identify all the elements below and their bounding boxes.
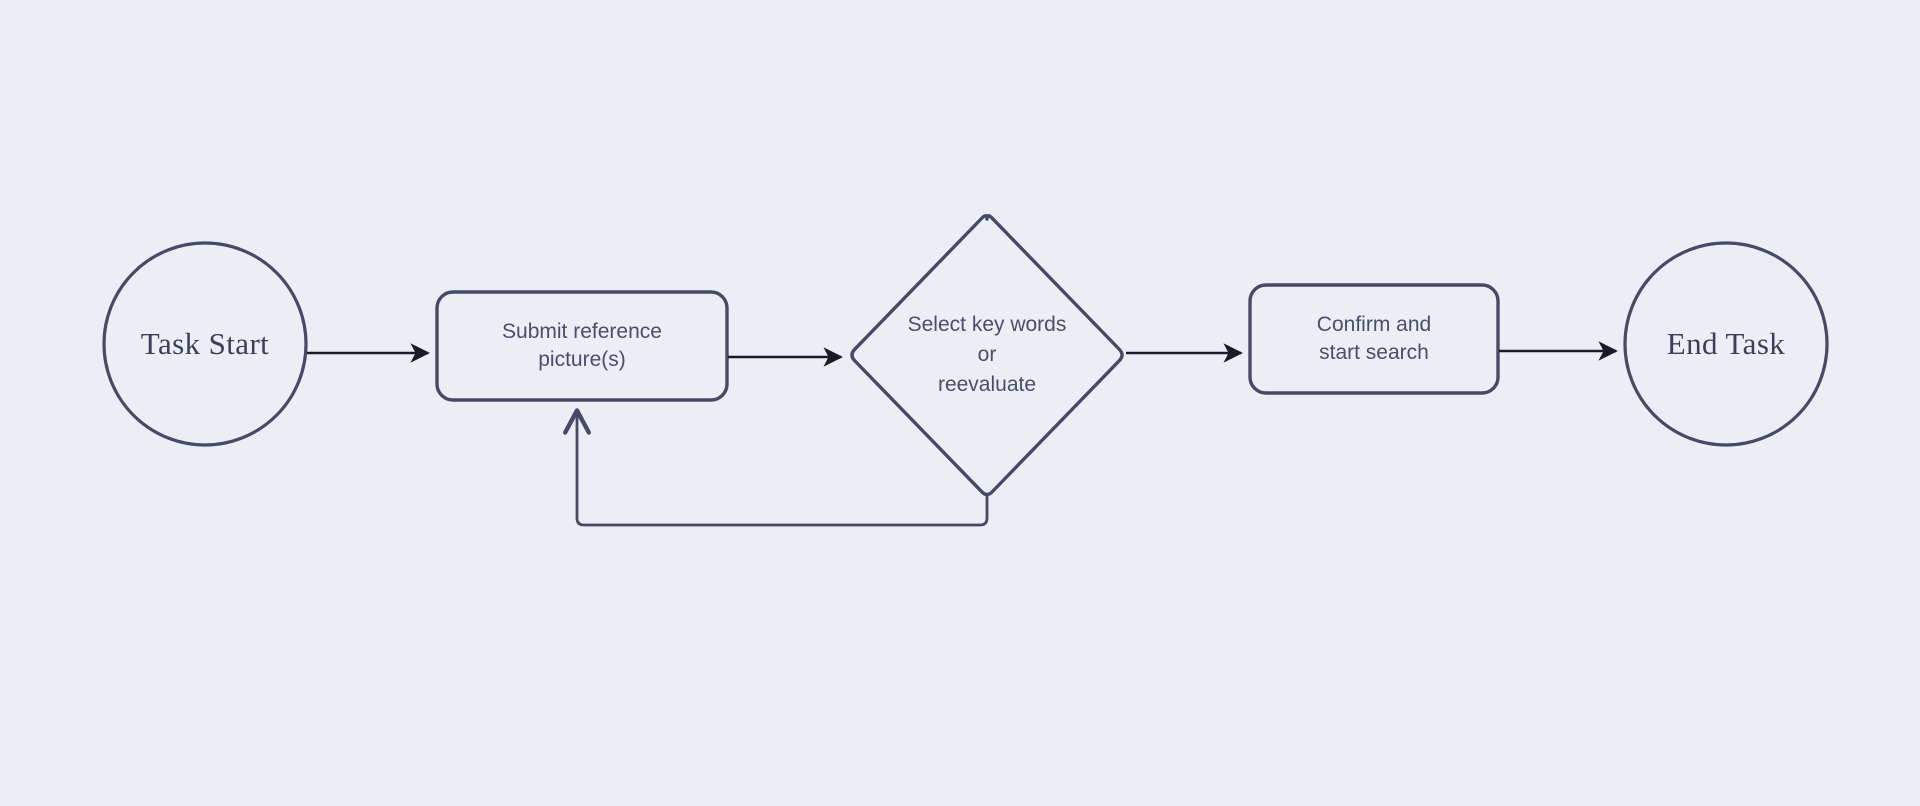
node-submit-reference-pictures[interactable] <box>435 290 729 402</box>
node-task-start[interactable] <box>102 241 308 447</box>
node-end-task[interactable] <box>1623 241 1829 447</box>
node-select-key-words[interactable] <box>850 214 1124 497</box>
edge-select-back-to-submit <box>563 408 989 527</box>
node-confirm-and-start-search[interactable] <box>1248 283 1500 395</box>
